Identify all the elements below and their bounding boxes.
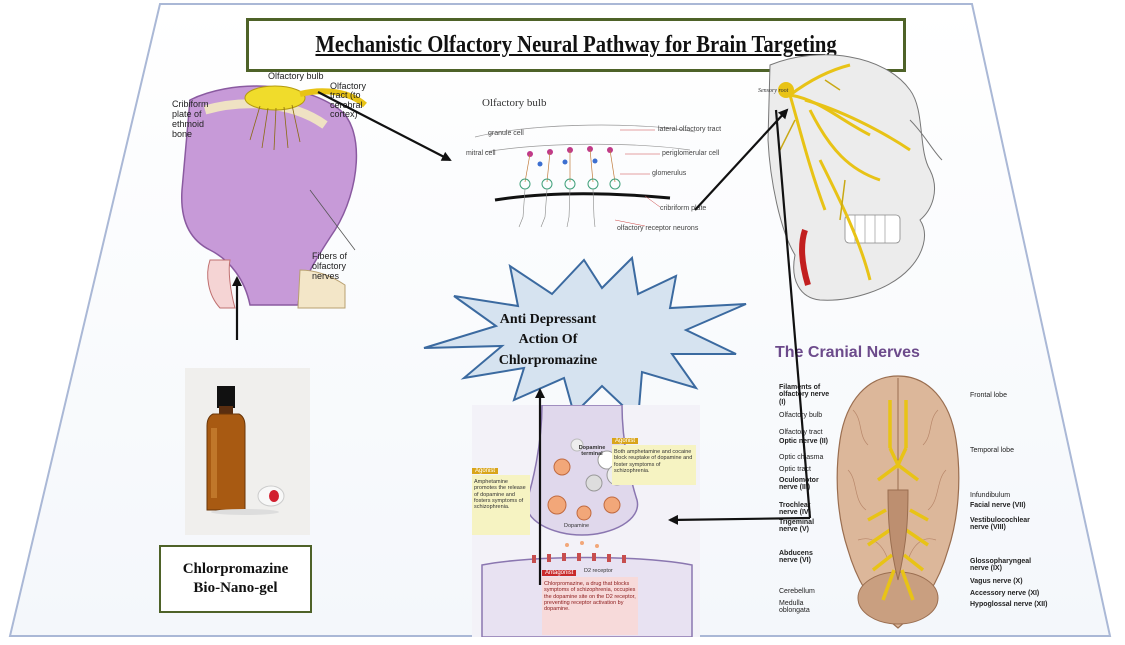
bulb-label-lateral-tract: lateral olfactory tract xyxy=(658,126,721,133)
synapse-receptor: D2 receptor xyxy=(584,568,613,574)
amphetamine-text: Amphetamine promotes the release of dopa… xyxy=(474,479,528,511)
cocaine-tag: Agonist xyxy=(612,438,638,444)
amphetamine-tag: Agonist xyxy=(472,468,498,474)
olfactory-bulb-schematic xyxy=(455,92,740,242)
cranial-left-label: Oculomotor nerve (III) xyxy=(779,477,831,492)
olfactory-bulb-shape xyxy=(245,86,305,110)
star-line-1: Anti Depressant xyxy=(488,310,608,330)
nasal-label-cribriform-4: bone xyxy=(172,130,192,139)
bulb-label-granule-cell: granule cell xyxy=(488,130,524,137)
bulb-label-cribriform-plate: cribriform plate xyxy=(660,205,706,212)
product-label-line-1: Chlorpromazine xyxy=(183,560,289,580)
cranial-left-label: Trigeminal nerve (V) xyxy=(779,519,831,534)
amphetamine-note: Agonist Amphetamine promotes the release… xyxy=(472,475,530,535)
cranial-right-label: Hypoglossal nerve (XII) xyxy=(970,601,1050,608)
cranial-right-label: Infundibulum xyxy=(970,492,1050,499)
bottle-illustration xyxy=(185,368,310,535)
product-label-line-2: Bio-Nano-gel xyxy=(193,579,277,599)
cranial-nerves-title: The Cranial Nerves xyxy=(775,344,920,362)
nasal-label-fibers-3: nerves xyxy=(312,272,339,281)
synapse-dopamine: Dopamine xyxy=(564,523,589,529)
brain-illustration xyxy=(828,370,968,635)
cranial-left-label: Trochlear nerve (IV) xyxy=(779,502,831,517)
bulb-heading: Olfactory bulb xyxy=(482,98,546,110)
cranial-left-label: Optic chiasma xyxy=(779,454,831,461)
synapse-illustration: Dopamine terminal Dopamine D2 receptor A… xyxy=(472,405,700,637)
nasal-label-olfactory-bulb: Olfactory bulb xyxy=(268,72,324,81)
bulb-label-glomerulus: glomerulus xyxy=(652,170,686,177)
cranial-right-label: Temporal lobe xyxy=(970,447,1050,454)
bulb-label-receptor-neurons: olfactory receptor neurons xyxy=(617,225,698,232)
star-line-3: Chlorpromazine xyxy=(488,351,608,371)
star-label: Anti Depressant Action Of Chlorpromazine xyxy=(488,310,608,371)
synapse-dopamine-terminal: Dopamine terminal xyxy=(572,445,612,458)
cranial-left-label: Cerebellum xyxy=(779,588,831,595)
cranial-left-label: Optic tract xyxy=(779,466,831,473)
antagonist-tag: Antagonist xyxy=(542,570,576,576)
product-photo xyxy=(185,368,310,535)
head-nerves-illustration: Sensory root xyxy=(750,40,950,310)
cocaine-text: Both amphetamine and cocaine block reupt… xyxy=(614,449,694,474)
cranial-left-label: Olfactory tract xyxy=(779,429,831,436)
bottle-cap xyxy=(217,386,235,408)
antagonist-text: Chlorpromazine, a drug that blocks sympt… xyxy=(544,581,636,613)
cranial-right-label: Facial nerve (VII) xyxy=(970,502,1050,509)
cribriform-plate-line xyxy=(495,194,670,200)
cranial-right-label: Vestibulocochlear nerve (VIII) xyxy=(970,517,1050,532)
cranial-right-label: Accessory nerve (XI) xyxy=(970,590,1050,597)
cranial-left-label: Olfactory bulb xyxy=(779,412,831,419)
cranial-right-label: Glossopharyngeal nerve (IX) xyxy=(970,558,1050,573)
cranial-right-label: Vagus nerve (X) xyxy=(970,578,1050,585)
svg-text:Sensory root: Sensory root xyxy=(758,88,789,94)
cranial-left-label: Abducens nerve (VI) xyxy=(779,550,831,565)
nasal-label-olfactory-tract: Olfactory tract (to cerebral cortex) xyxy=(330,82,378,120)
cranial-left-label: Filaments of olfactory nerve (I) xyxy=(779,384,831,406)
antagonist-note: Antagonist Chlorpromazine, a drug that b… xyxy=(542,577,638,635)
cranial-left-label: Medulla oblongata xyxy=(779,600,831,615)
bulb-label-mitral-cell: mitral cell xyxy=(466,150,496,157)
nostril xyxy=(208,260,235,308)
cranial-left-label: Optic nerve (II) xyxy=(779,438,831,445)
product-label-box: Chlorpromazine Bio-Nano-gel xyxy=(159,545,312,613)
cranial-right-label: Frontal lobe xyxy=(970,392,1050,399)
cocaine-note: Agonist Both amphetamine and cocaine blo… xyxy=(612,445,696,485)
star-line-2: Action Of xyxy=(488,330,608,350)
bulb-label-periglomerular: periglomerular cell xyxy=(662,150,719,157)
